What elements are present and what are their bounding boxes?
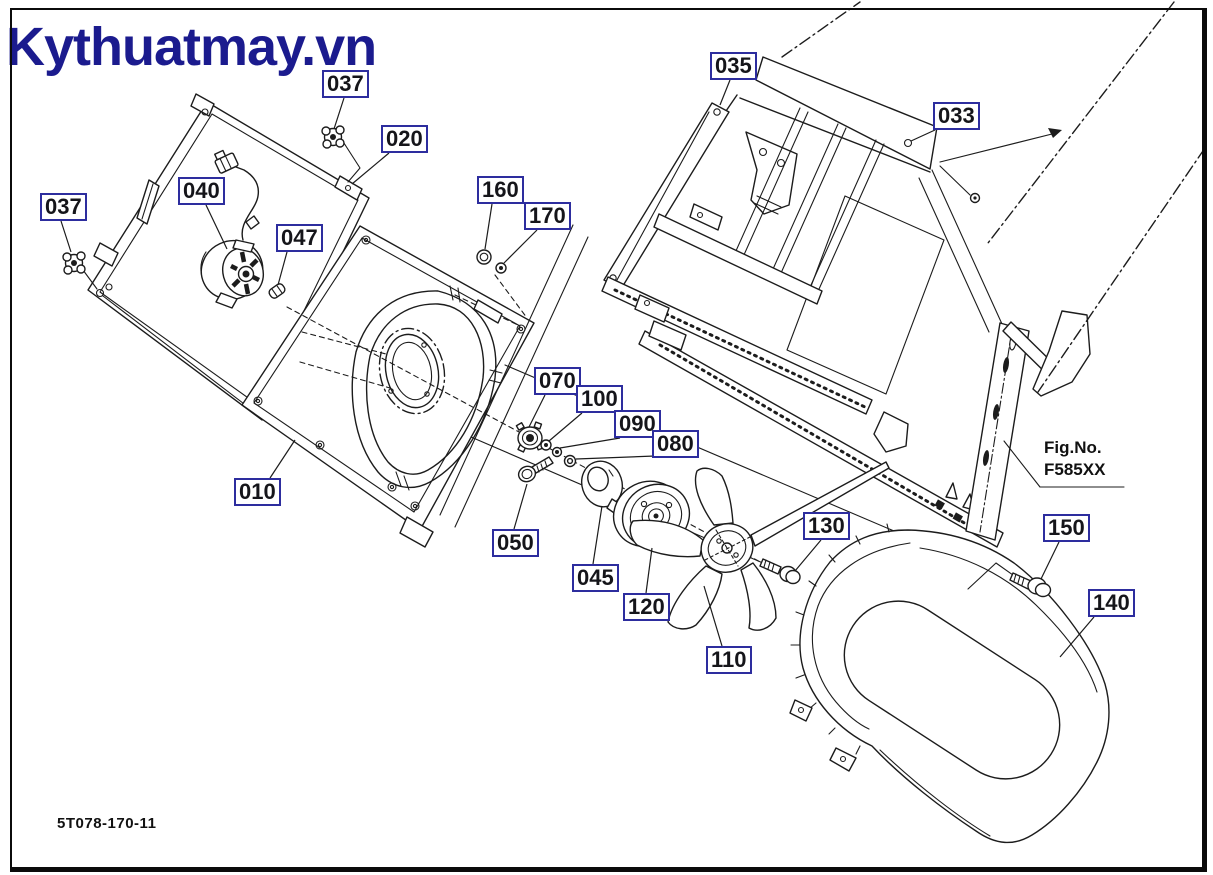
part-callout-100[interactable]: 100 <box>576 385 623 413</box>
grommet-047 <box>268 283 286 299</box>
part-callout-050[interactable]: 050 <box>492 529 539 557</box>
stay-bar-033 <box>755 56 981 204</box>
part-callout-045[interactable]: 045 <box>572 564 619 592</box>
figure-number-label: Fig.No. <box>1044 438 1102 457</box>
site-logo[interactable]: Kythuatmay.vn <box>6 17 377 77</box>
part-callout-140[interactable]: 140 <box>1088 589 1135 617</box>
part-callout-120[interactable]: 120 <box>623 593 670 621</box>
part-callout-130[interactable]: 130 <box>803 512 850 540</box>
bolt-150 <box>967 562 1052 598</box>
fan-cover-140 <box>789 523 1110 844</box>
frame-slats <box>730 107 885 299</box>
part-callout-035[interactable]: 035 <box>710 52 757 80</box>
fan-motor-040 <box>200 239 264 309</box>
part-callout-080[interactable]: 080 <box>652 430 699 458</box>
frame-column-bracket <box>873 169 1091 541</box>
wing-knob-037-left <box>62 251 86 275</box>
cover-flange-ticks <box>790 523 890 755</box>
part-callout-037[interactable]: 037 <box>40 193 87 221</box>
fan-110 <box>629 461 890 631</box>
part-callout-160[interactable]: 160 <box>477 176 524 204</box>
callout-leader-lines <box>60 79 1095 658</box>
fig-no-pointer <box>1003 440 1125 488</box>
nut-160 <box>476 249 492 265</box>
nut-090 <box>551 446 563 458</box>
washer-100 <box>540 439 552 451</box>
wing-knob-037-top <box>321 125 345 149</box>
radiator-frame <box>601 56 1091 548</box>
motor-wire-harness <box>214 149 260 241</box>
fan-shroud-010 <box>241 225 535 548</box>
part-callout-110[interactable]: 110 <box>706 646 752 674</box>
figure-number: Fig.No. F585XX <box>1044 437 1105 481</box>
part-callout-020[interactable]: 020 <box>381 125 428 153</box>
bolt-130 <box>759 558 801 585</box>
nut-080 <box>563 454 577 468</box>
drawing-number: 5T078-170-11 <box>57 815 157 832</box>
wire-connector <box>214 149 239 174</box>
side-rail-035 <box>603 102 730 290</box>
part-callout-047[interactable]: 047 <box>276 224 323 252</box>
washer-170 <box>495 262 507 274</box>
part-callout-010[interactable]: 010 <box>234 478 281 506</box>
part-callout-170[interactable]: 170 <box>524 202 571 230</box>
part-callout-040[interactable]: 040 <box>178 177 225 205</box>
bolt-050 <box>517 456 554 483</box>
part-callout-090[interactable]: 090 <box>614 410 661 438</box>
part-callout-033[interactable]: 033 <box>933 102 980 130</box>
figure-number-value: F585XX <box>1044 460 1106 479</box>
bearing-holder-070 <box>515 421 545 453</box>
part-callout-037[interactable]: 037 <box>322 70 369 98</box>
phantom-engine-outline <box>781 1 1206 393</box>
part-callout-070[interactable]: 070 <box>534 367 581 395</box>
part-callout-150[interactable]: 150 <box>1043 514 1090 542</box>
